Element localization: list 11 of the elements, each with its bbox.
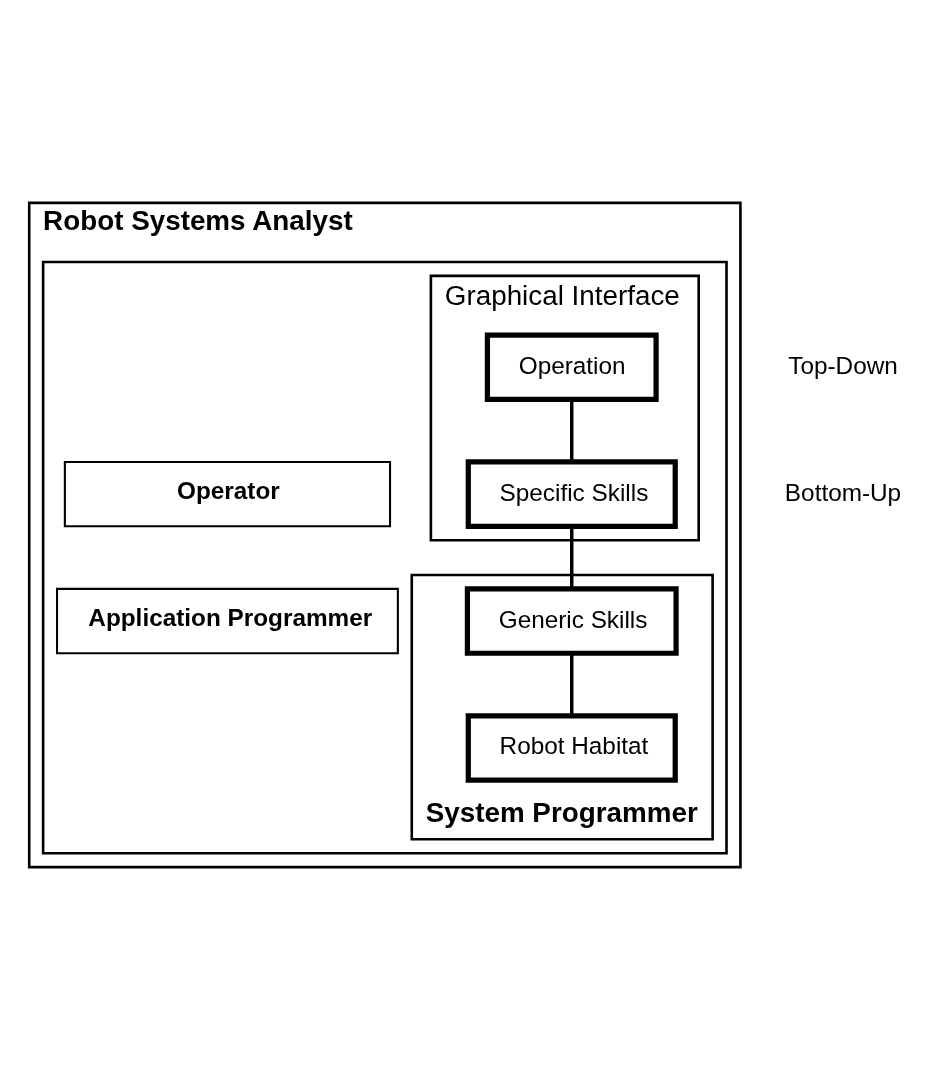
label: Top-Down [788,351,898,379]
node-box: Operation [484,332,659,402]
label: Bottom-Up [784,478,902,506]
node-box: Application Programmer [56,587,399,655]
node-box: Generic Skills [464,586,679,656]
connector [570,399,574,462]
connector [570,653,574,716]
node-box: Specific Skills [465,459,678,529]
node-box: Operator [63,460,392,528]
connector [570,526,574,589]
node-box: Robot Habitat [465,713,678,783]
